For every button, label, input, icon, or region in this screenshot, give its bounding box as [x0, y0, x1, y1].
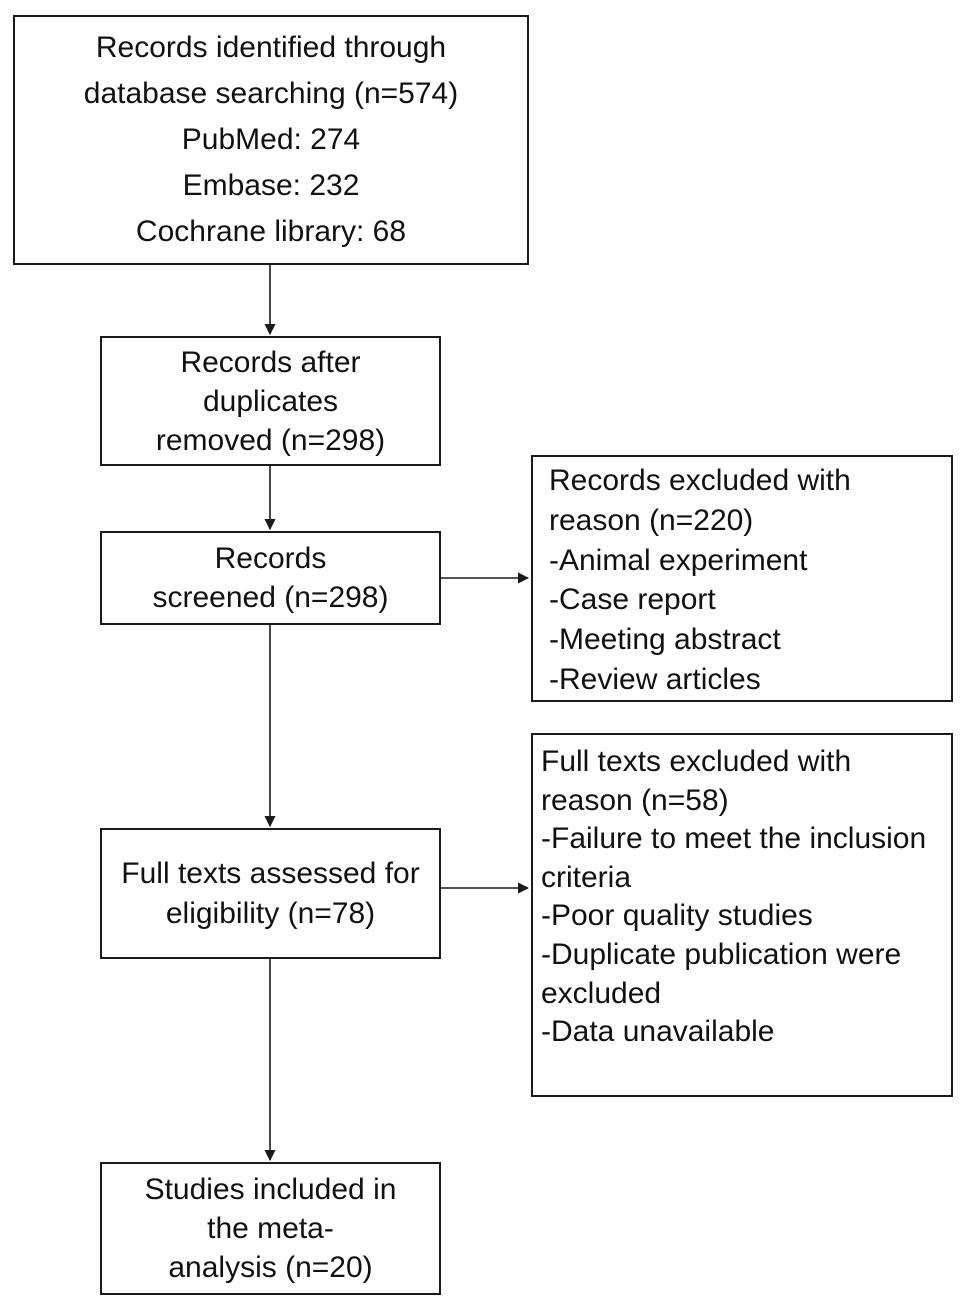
exclusion-count-line: reason (n=220)	[549, 503, 754, 537]
box-text-line: Studies included in	[144, 1173, 397, 1206]
exclusion-reason-item: -Poor quality studies	[541, 899, 813, 933]
exclusion-reason-item: -Meeting abstract	[549, 623, 781, 657]
box-text-line: analysis (n=20)	[168, 1251, 373, 1284]
records-identified-line: Records identified through	[95, 31, 447, 64]
pubmed-count-line: PubMed: 274	[181, 123, 361, 156]
exclusion-reason-item: criteria	[541, 860, 632, 894]
records-screened-box: Records screened (n=298)	[100, 531, 441, 625]
exclusion-count-line: reason (n=58)	[541, 783, 729, 817]
records-identified-box: Records identified through database sear…	[13, 15, 529, 265]
records-after-duplicates-box: Records after duplicates removed (n=298)	[100, 336, 441, 466]
box-text-line: eligibility (n=78)	[165, 896, 376, 930]
exclusion-reason-item: excluded	[541, 976, 662, 1010]
records-excluded-box: Records excluded with reason (n=220) -An…	[531, 455, 953, 702]
exclusion-reason-item: -Failure to meet the inclusion	[541, 822, 927, 856]
box-text-line: Records after	[180, 345, 361, 379]
exclusion-reason-item: -Duplicate publication were	[541, 937, 902, 971]
box-text-line: duplicates	[202, 384, 339, 418]
exclusion-header-line: Full texts excluded with	[541, 745, 852, 778]
box-text-line: Full texts assessed for	[121, 856, 420, 890]
studies-included-box: Studies included in the meta- analysis (…	[100, 1162, 441, 1295]
box-text-line: removed (n=298)	[155, 423, 386, 457]
exclusion-reason-item: -Case report	[549, 583, 716, 617]
box-text-line: the meta-	[207, 1212, 334, 1245]
cochrane-count-line: Cochrane library: 68	[135, 215, 407, 248]
full-texts-assessed-box: Full texts assessed for eligibility (n=7…	[100, 828, 441, 959]
full-texts-excluded-box: Full texts excluded with reason (n=58) -…	[531, 733, 953, 1097]
exclusion-reason-item: -Data unavailable	[541, 1015, 775, 1049]
exclusion-reason-item: -Animal experiment	[549, 543, 808, 577]
box-text-line: screened (n=298)	[152, 581, 389, 614]
exclusion-reason-item: -Review articles	[549, 662, 761, 696]
embase-count-line: Embase: 232	[182, 169, 360, 202]
exclusion-header-line: Records excluded with	[549, 464, 851, 497]
database-searching-line: database searching (n=574)	[83, 77, 459, 110]
box-text-line: Records	[214, 542, 327, 575]
